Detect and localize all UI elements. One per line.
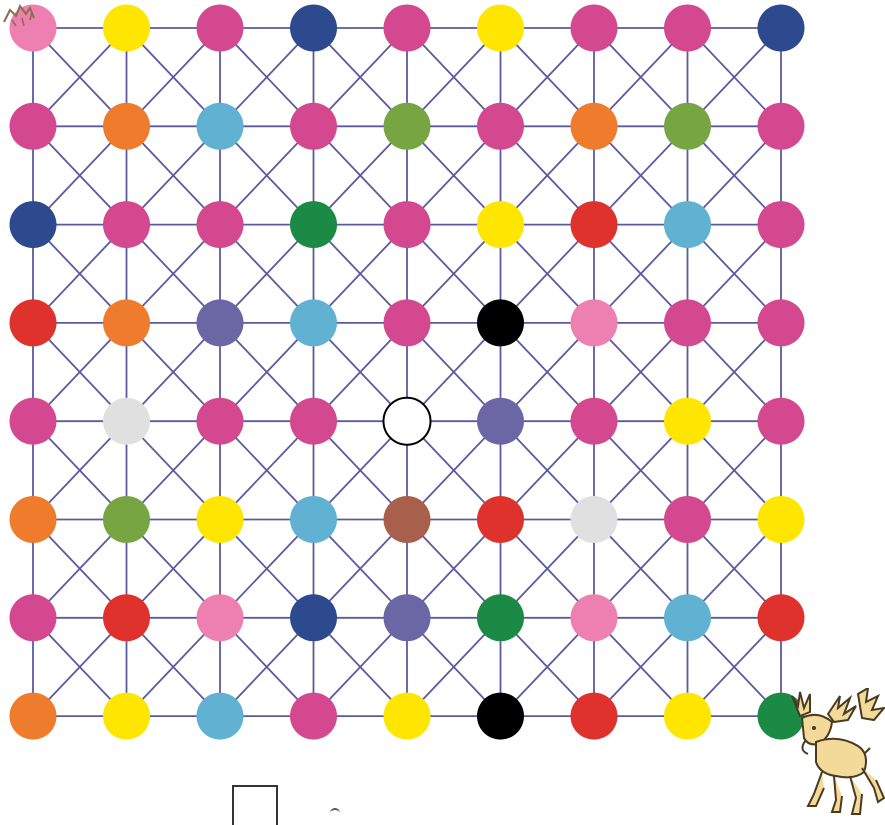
node-r7-c4[interactable] [384, 693, 431, 740]
node-r5-c4[interactable] [384, 496, 431, 543]
node-r5-c8[interactable] [758, 496, 805, 543]
node-r3-c2[interactable] [197, 299, 244, 346]
node-r4-c7[interactable] [664, 398, 711, 445]
node-r5-c3[interactable] [290, 496, 337, 543]
node-r0-c3[interactable] [290, 5, 337, 52]
node-r1-c5[interactable] [477, 103, 524, 150]
node-r4-c1[interactable] [103, 398, 150, 445]
node-r3-c7[interactable] [664, 299, 711, 346]
node-r2-c6[interactable] [571, 201, 618, 248]
node-r0-c5[interactable] [477, 5, 524, 52]
node-r4-c6[interactable] [571, 398, 618, 445]
node-r1-c7[interactable] [664, 103, 711, 150]
node-r6-c2[interactable] [197, 594, 244, 641]
node-r2-c8[interactable] [758, 201, 805, 248]
node-r6-c0[interactable] [10, 594, 57, 641]
node-r7-c5[interactable] [477, 693, 524, 740]
node-r1-c3[interactable] [290, 103, 337, 150]
node-r7-c0[interactable] [10, 693, 57, 740]
node-r5-c0[interactable] [10, 496, 57, 543]
node-r5-c5[interactable] [477, 496, 524, 543]
node-r1-c8[interactable] [758, 103, 805, 150]
node-r5-c1[interactable] [103, 496, 150, 543]
node-r2-c4[interactable] [384, 201, 431, 248]
node-r7-c6[interactable] [571, 693, 618, 740]
node-r4-c5[interactable] [477, 398, 524, 445]
node-r1-c1[interactable] [103, 103, 150, 150]
node-r1-c2[interactable] [197, 103, 244, 150]
node-r6-c6[interactable] [571, 594, 618, 641]
moose-icon [778, 688, 885, 818]
node-r3-c3[interactable] [290, 299, 337, 346]
node-r6-c4[interactable] [384, 594, 431, 641]
node-r2-c7[interactable] [664, 201, 711, 248]
node-r3-c1[interactable] [103, 299, 150, 346]
node-r3-c4[interactable] [384, 299, 431, 346]
node-r2-c2[interactable] [197, 201, 244, 248]
node-r3-c0[interactable] [10, 299, 57, 346]
node-r0-c8[interactable] [758, 5, 805, 52]
node-r0-c1[interactable] [103, 5, 150, 52]
node-r2-c5[interactable] [477, 201, 524, 248]
node-r5-c6[interactable] [571, 496, 618, 543]
node-r1-c0[interactable] [10, 103, 57, 150]
node-r4-c0[interactable] [10, 398, 57, 445]
node-r2-c0[interactable] [10, 201, 57, 248]
answer-box[interactable] [232, 785, 278, 825]
node-r6-c5[interactable] [477, 594, 524, 641]
node-r0-c2[interactable] [197, 5, 244, 52]
node-r5-c7[interactable] [664, 496, 711, 543]
node-r6-c3[interactable] [290, 594, 337, 641]
corner-critter-icon [0, 0, 48, 30]
node-r1-c6[interactable] [571, 103, 618, 150]
node-r3-c8[interactable] [758, 299, 805, 346]
node-r6-c7[interactable] [664, 594, 711, 641]
node-r6-c1[interactable] [103, 594, 150, 641]
node-r7-c1[interactable] [103, 693, 150, 740]
node-r4-c8[interactable] [758, 398, 805, 445]
node-r5-c2[interactable] [197, 496, 244, 543]
node-r2-c3[interactable] [290, 201, 337, 248]
node-r4-c3[interactable] [290, 398, 337, 445]
node-r3-c5[interactable] [477, 299, 524, 346]
node-r7-c7[interactable] [664, 693, 711, 740]
node-r0-c4[interactable] [384, 5, 431, 52]
node-r3-c6[interactable] [571, 299, 618, 346]
node-r4-c4[interactable] [384, 398, 431, 445]
node-r1-c4[interactable] [384, 103, 431, 150]
node-r7-c2[interactable] [197, 693, 244, 740]
node-r4-c2[interactable] [197, 398, 244, 445]
stray-mark [330, 808, 340, 816]
node-r7-c3[interactable] [290, 693, 337, 740]
node-r6-c8[interactable] [758, 594, 805, 641]
node-r2-c1[interactable] [103, 201, 150, 248]
node-r0-c7[interactable] [664, 5, 711, 52]
node-r0-c6[interactable] [571, 5, 618, 52]
